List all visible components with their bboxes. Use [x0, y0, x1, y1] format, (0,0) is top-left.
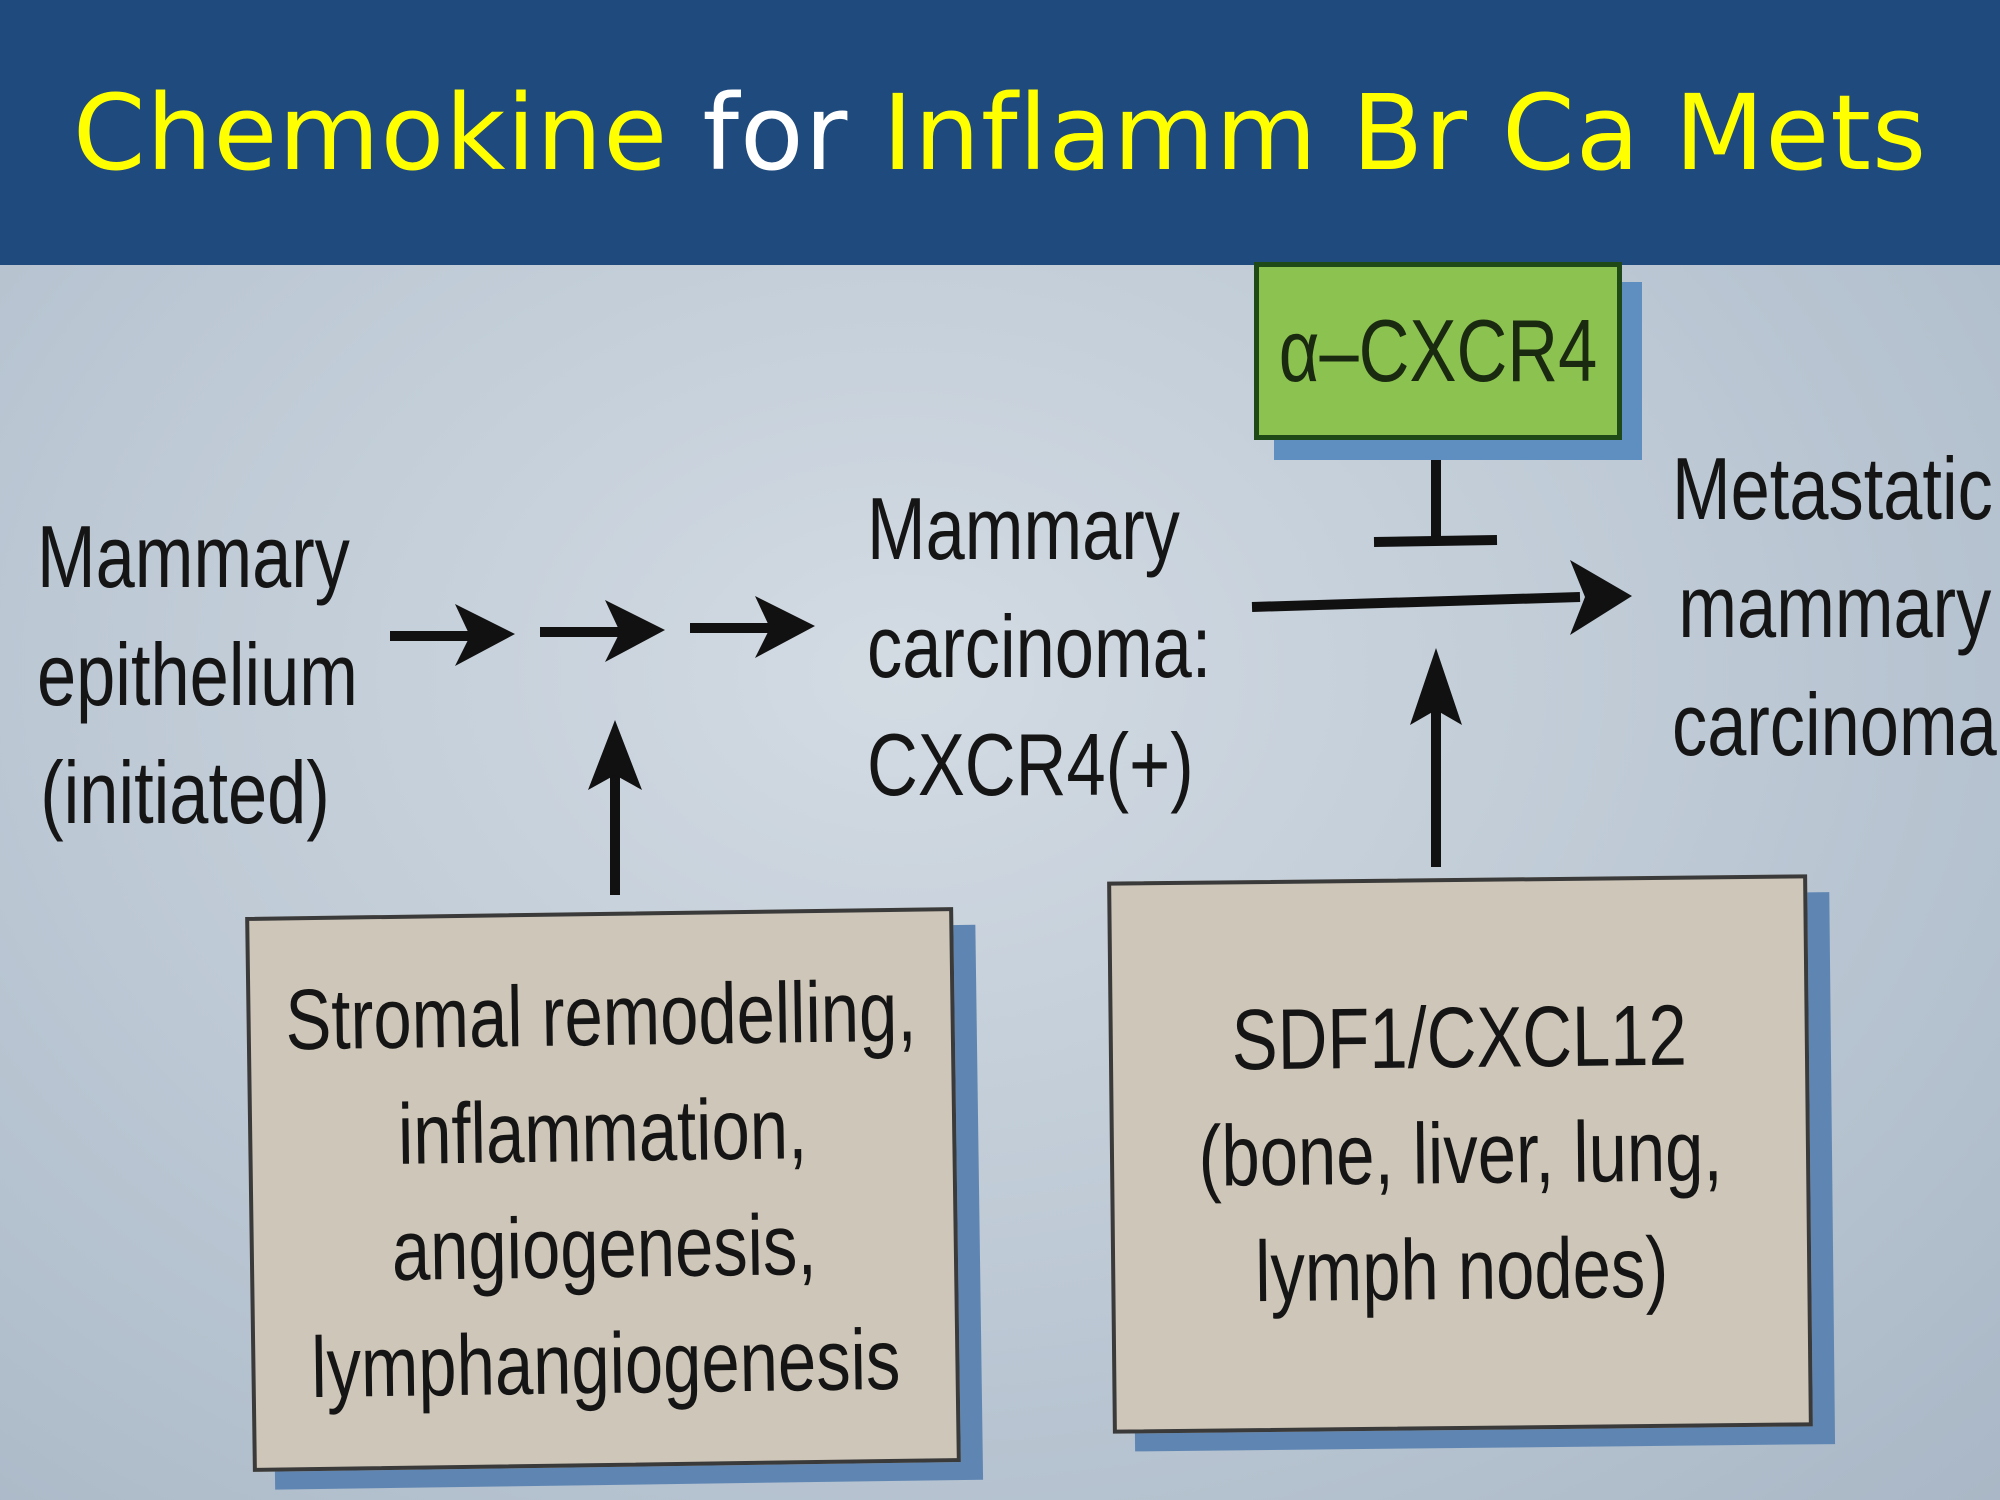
label-line: carcinoma	[1672, 675, 1997, 774]
alpha-cxcr4-label: α–CXCR4	[1278, 301, 1598, 400]
metastasis-arrowhead	[1570, 560, 1632, 635]
label-mammary-carcinoma: Mammary carcinoma: CXCR4(+)	[867, 470, 1212, 824]
title-bar: Chemokine for Inflamm Br Ca Mets	[0, 0, 2000, 265]
box-line: lymph nodes)	[1254, 1219, 1669, 1321]
metastasis-arrow	[1251, 592, 1581, 612]
title-part-for: for	[702, 71, 849, 194]
box-line: inflammation,	[396, 1080, 808, 1183]
alpha-cxcr4-box: α–CXCR4	[1254, 262, 1622, 440]
label-line: Mammary	[37, 507, 350, 606]
arrow-1-head	[455, 604, 515, 666]
box-line: SDF1/CXCL12	[1230, 987, 1687, 1089]
inhibition-bar	[1373, 535, 1498, 547]
sdf1-box: SDF1/CXCL12 (bone, liver, lung, lymph no…	[1107, 874, 1813, 1434]
label-metastatic-carcinoma: Metastatic mammary carcinoma	[1672, 430, 1997, 784]
slide-title: Chemokine for Inflamm Br Ca Mets	[73, 72, 1927, 194]
stromal-up-arrowhead	[588, 720, 642, 790]
arrow-3-head	[755, 596, 815, 658]
label-line: Metastatic	[1672, 439, 1993, 538]
box-line: (bone, liver, lung,	[1197, 1103, 1723, 1205]
label-line: carcinoma:	[867, 597, 1212, 696]
box-line: Stromal remodelling,	[284, 963, 917, 1068]
arrow-2-head	[605, 600, 665, 662]
sdf-up-arrowhead	[1410, 648, 1462, 725]
title-part-rest: Inflamm Br Ca Mets	[882, 71, 1928, 194]
label-line: mammary	[1678, 557, 1992, 656]
label-mammary-epithelium: Mammary epithelium (initiated)	[37, 498, 358, 852]
label-line: epithelium	[37, 625, 358, 724]
box-line: lymphangiogenesis	[310, 1311, 901, 1416]
stromal-box: Stromal remodelling, inflammation, angio…	[245, 907, 961, 1472]
box-line: angiogenesis,	[390, 1196, 817, 1299]
label-line: Mammary	[867, 479, 1180, 578]
label-line: (initiated)	[40, 743, 330, 842]
label-line: CXCR4(+)	[867, 715, 1194, 814]
title-part-chemokine: Chemokine	[72, 71, 669, 194]
